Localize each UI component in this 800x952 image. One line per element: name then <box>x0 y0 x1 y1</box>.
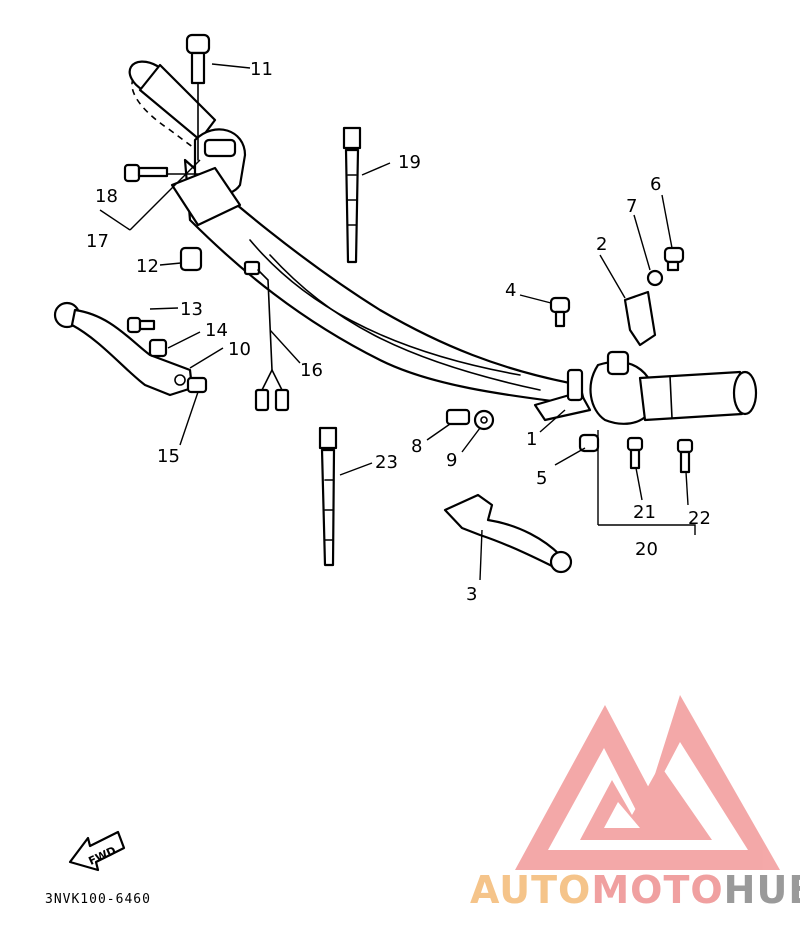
callout-12: 12 <box>136 256 159 277</box>
callout-7: 7 <box>626 196 637 217</box>
part-16-wire <box>243 260 290 412</box>
callout-14: 14 <box>205 320 228 341</box>
callout-21: 21 <box>633 502 656 523</box>
callout-3: 3 <box>466 584 477 605</box>
callout-4: 4 <box>505 280 516 301</box>
part-8-clip <box>445 408 471 426</box>
part-14-nut <box>148 338 168 358</box>
watermark-text: AUTOMOTOHUB <box>470 868 800 912</box>
part-6-screw <box>663 246 685 272</box>
part-23-cable-tie <box>318 426 338 567</box>
diagram-code: 3NVK100-6460 <box>45 892 151 907</box>
svg-text:AUTOMOTOHUB: AUTOMOTOHUB <box>470 868 800 912</box>
left-grip <box>128 60 217 161</box>
watermark-hub: HUB <box>724 868 800 912</box>
callout-numbers: 1 2 3 4 5 6 7 8 9 10 11 12 13 14 15 16 1… <box>86 59 711 605</box>
callout-16: 16 <box>300 360 323 381</box>
callout-2: 2 <box>596 234 607 255</box>
callout-23: 23 <box>375 452 398 473</box>
part-4-screw <box>549 296 571 328</box>
part-12-cap <box>179 246 203 272</box>
watermark-logo <box>515 695 780 870</box>
callout-19: 19 <box>398 152 421 173</box>
callout-11: 11 <box>250 59 273 80</box>
part-13-bolt <box>126 316 156 334</box>
callout-13: 13 <box>180 299 203 320</box>
watermark-auto: AUTO <box>470 868 591 912</box>
part-7-washer <box>646 269 664 287</box>
callout-22: 22 <box>688 508 711 529</box>
callout-18: 18 <box>95 186 118 207</box>
fwd-arrow: FWD <box>68 830 126 872</box>
callout-10: 10 <box>228 339 251 360</box>
left-switch-assembly <box>170 128 247 227</box>
callout-1: 1 <box>526 429 537 450</box>
callout-15: 15 <box>157 446 180 467</box>
callout-9: 9 <box>446 450 457 471</box>
callout-20: 20 <box>635 539 658 560</box>
part-15-screw <box>186 376 208 394</box>
handlebar <box>183 158 587 407</box>
part-11-pin <box>185 33 211 161</box>
part-3-right-lever <box>443 493 573 574</box>
part-9-washer <box>473 409 495 431</box>
part-18-screw <box>123 163 169 183</box>
callout-8: 8 <box>411 436 422 457</box>
callout-6: 6 <box>650 174 661 195</box>
watermark-moto: MOTO <box>591 868 723 912</box>
part-21-screw <box>626 436 644 470</box>
part-22-screw <box>676 438 694 474</box>
part-2-holder <box>623 290 657 347</box>
part-10-left-lever <box>53 301 194 397</box>
part-20-throttle-assembly <box>589 350 758 425</box>
callout-5: 5 <box>536 468 547 489</box>
part-19-cable-tie <box>342 126 362 264</box>
callout-17: 17 <box>86 231 109 252</box>
leader-lines <box>99 63 696 581</box>
part-1-bracket <box>533 368 592 422</box>
